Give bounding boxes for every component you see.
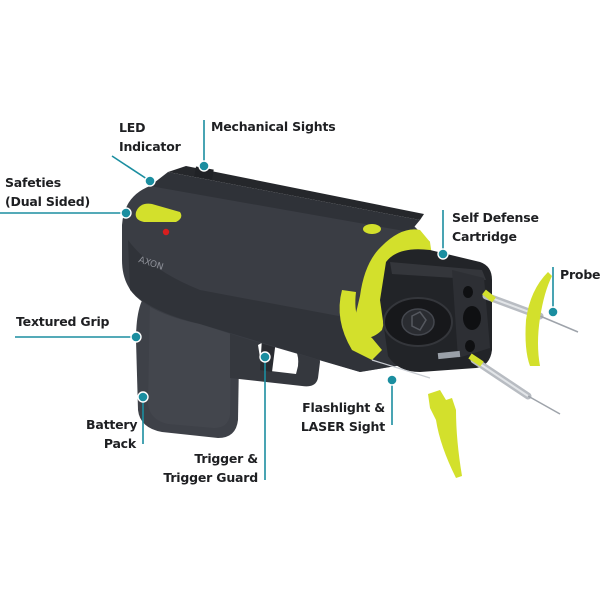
callout-dot-textured-grip[interactable] bbox=[130, 331, 142, 343]
callout-dot-safeties[interactable] bbox=[120, 207, 132, 219]
callout-dot-probe[interactable] bbox=[547, 306, 559, 318]
label-probe: Probe bbox=[560, 265, 600, 284]
callout-dot-trigger-guard[interactable] bbox=[259, 351, 271, 363]
led-light bbox=[162, 228, 170, 236]
label-textured-grip: Textured Grip bbox=[16, 312, 109, 331]
label-battery-pack: Battery Pack bbox=[86, 415, 138, 453]
label-line: Pack bbox=[103, 436, 136, 451]
label-line: Safeties bbox=[5, 175, 61, 190]
label-line: Mechanical Sights bbox=[211, 119, 336, 134]
callout-dot-flashlight-laser[interactable] bbox=[386, 374, 398, 386]
callout-dot-mechanical-sights[interactable] bbox=[198, 160, 210, 172]
label-line: Probe bbox=[560, 267, 600, 282]
safety-switch bbox=[135, 203, 182, 222]
callout-dot-battery-pack[interactable] bbox=[137, 391, 149, 403]
callout-dot-led-indicator[interactable] bbox=[144, 175, 156, 187]
probe-door-upper bbox=[525, 272, 552, 366]
label-mechanical-sights: Mechanical Sights bbox=[211, 117, 336, 136]
label-safeties: Safeties (Dual Sided) bbox=[5, 173, 90, 211]
label-trigger-guard: Trigger & Trigger Guard bbox=[160, 449, 258, 487]
label-line: Textured Grip bbox=[16, 314, 110, 329]
label-line: Trigger & bbox=[194, 451, 258, 466]
label-flashlight-laser: Flashlight & LASER Sight bbox=[295, 398, 385, 436]
lower-probe bbox=[468, 353, 561, 415]
label-led-indicator: LED Indicator bbox=[119, 118, 181, 156]
label-self-defense-cartridge: Self Defense Cartridge bbox=[452, 208, 539, 246]
label-line: Battery bbox=[86, 417, 138, 432]
label-line: Indicator bbox=[119, 139, 181, 154]
label-line: Cartridge bbox=[452, 229, 517, 244]
label-line: LED bbox=[119, 120, 146, 135]
probe-door-lower bbox=[428, 390, 462, 478]
label-line: Self Defense bbox=[452, 210, 539, 225]
label-line: LASER Sight bbox=[300, 419, 385, 434]
callout-dot-self-defense-cartridge[interactable] bbox=[437, 248, 449, 260]
label-line: (Dual Sided) bbox=[5, 194, 91, 209]
label-line: Trigger Guard bbox=[163, 470, 258, 485]
label-line: Flashlight & bbox=[302, 400, 385, 415]
